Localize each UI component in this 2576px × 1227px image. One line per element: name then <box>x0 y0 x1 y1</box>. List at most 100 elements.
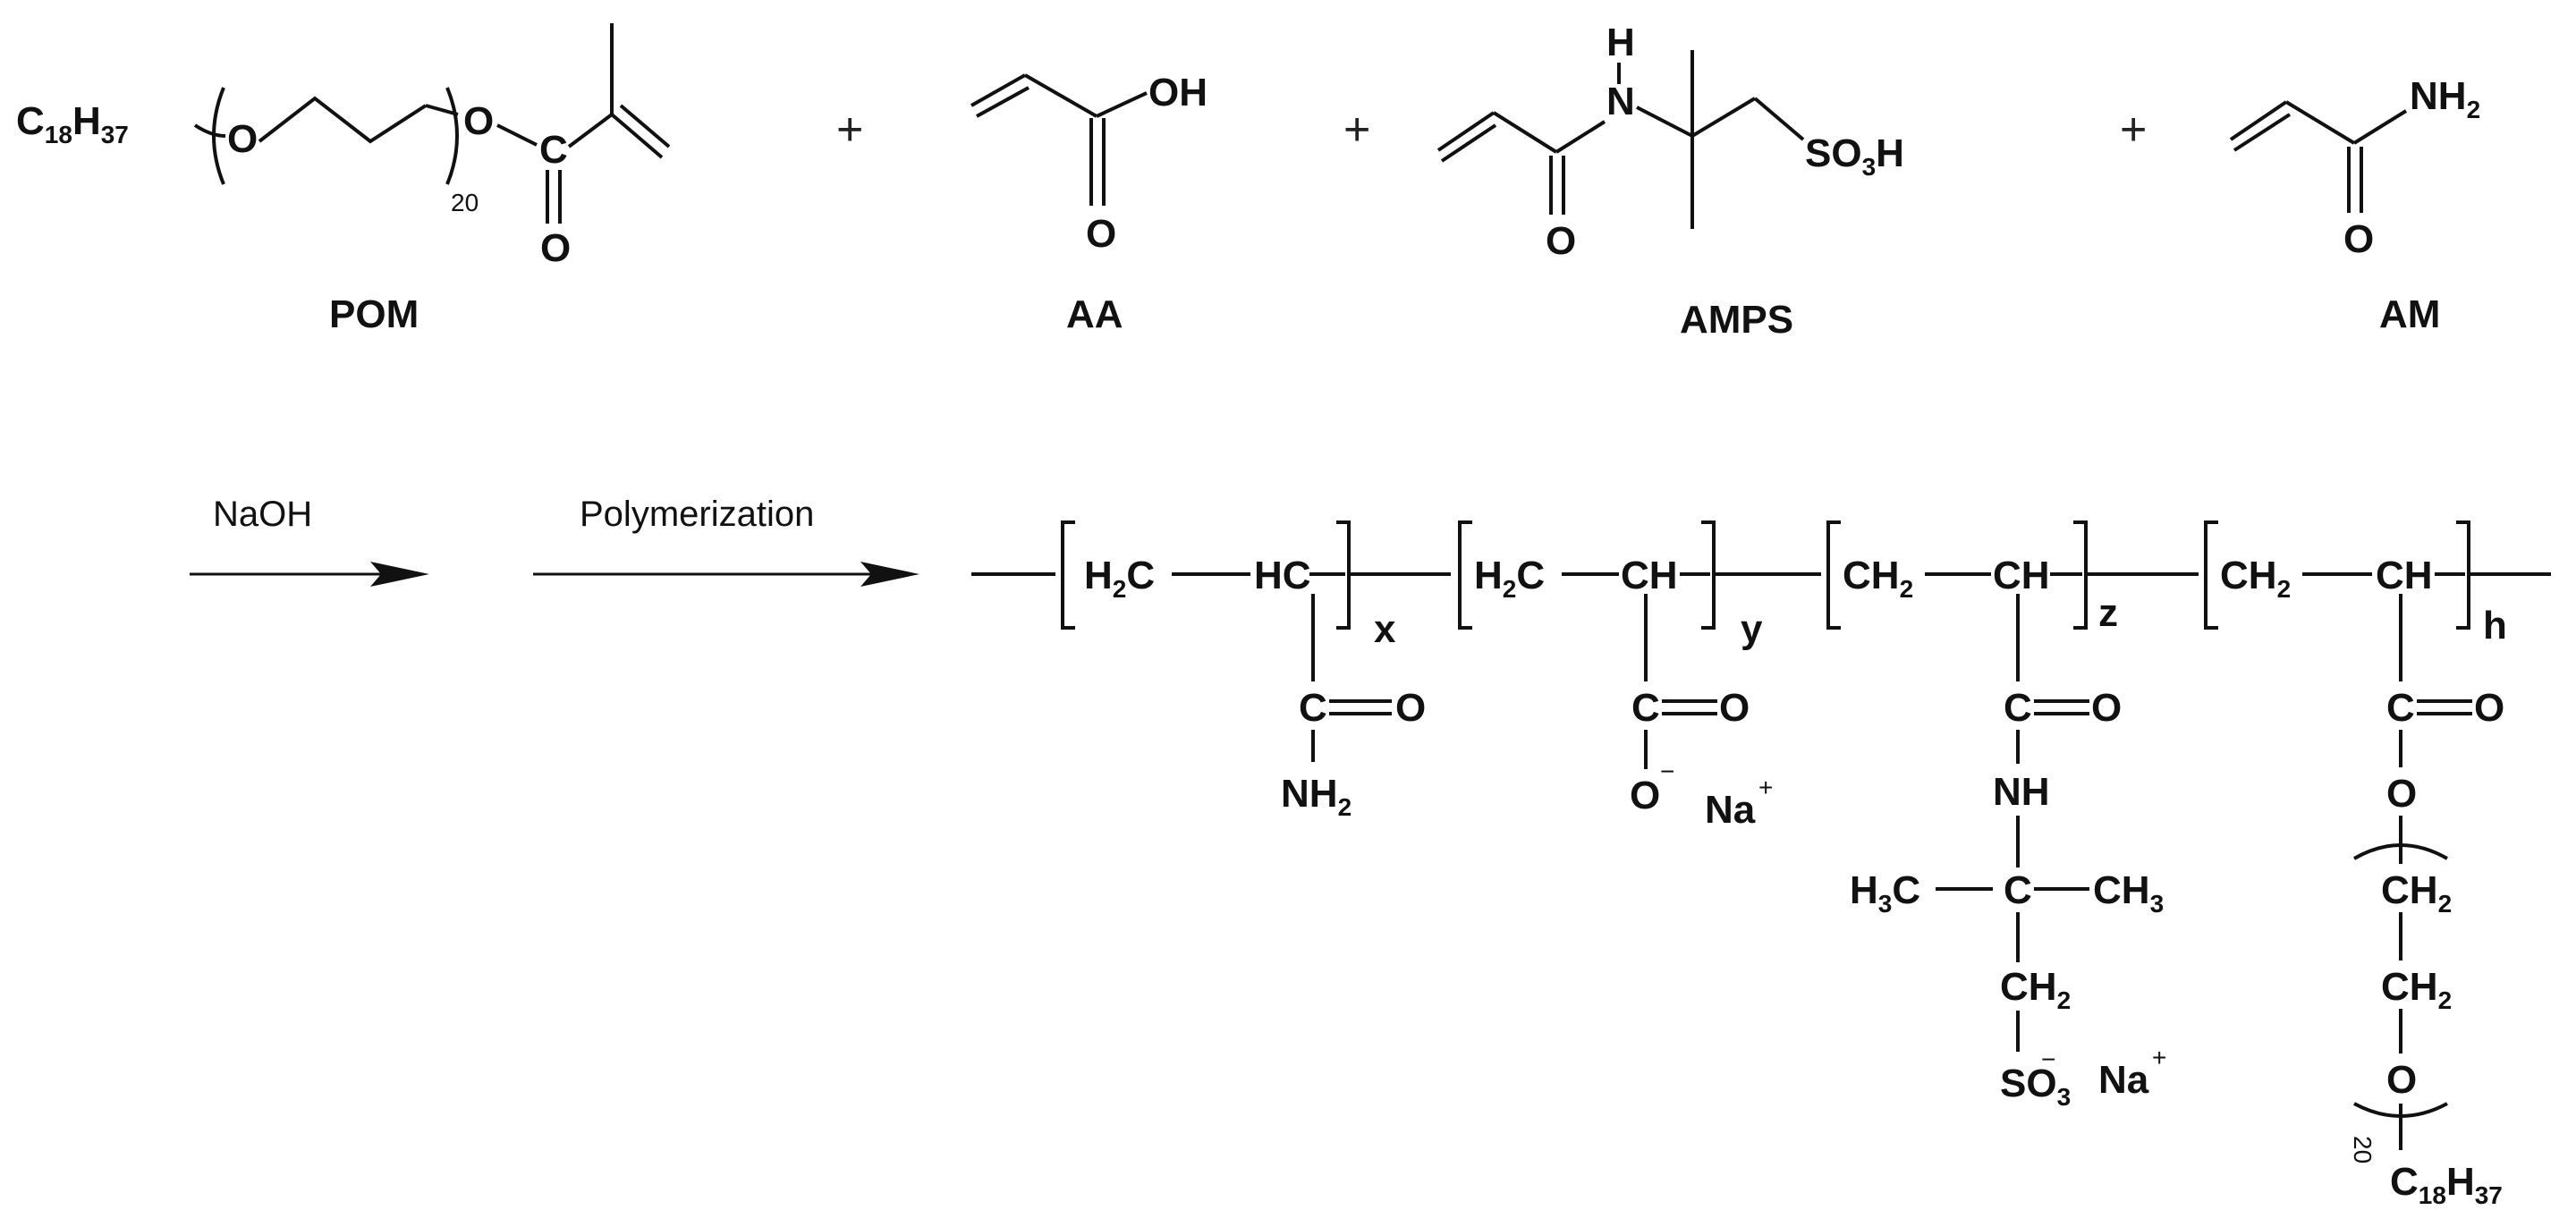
h-ch2: CH2 <box>2220 554 2291 603</box>
z-ch3: CH3 <box>2093 868 2164 918</box>
z-ch2b: CH2 <box>2000 965 2071 1014</box>
arrow-2-head <box>860 562 919 587</box>
z-so3: SO3 <box>2000 1062 2071 1111</box>
pom-vinyl <box>610 113 664 159</box>
amps-bond <box>1436 111 1496 152</box>
y-c: C <box>1631 686 1660 730</box>
pom-o1: O <box>227 117 258 161</box>
pom-paren-left <box>212 87 225 185</box>
reaction-arrows: NaOH Polymerization <box>190 495 919 587</box>
aa-bond <box>1024 73 1097 118</box>
h-c18h37: C18H37 <box>2390 1160 2503 1209</box>
z-o: O <box>2091 686 2122 730</box>
amps-n: N <box>1606 80 1635 123</box>
bracket-y-left <box>1458 520 1472 630</box>
aa-label: AA <box>1066 292 1123 336</box>
am-o: O <box>2343 217 2374 261</box>
aa-o: O <box>1086 212 1116 256</box>
amps-bond <box>1753 97 1805 141</box>
aa-bond <box>1096 91 1148 118</box>
am-bond <box>2284 100 2356 145</box>
h-ch: CH <box>2376 554 2433 597</box>
bracket-x-left <box>1061 520 1075 630</box>
y-h2c: H2C <box>1474 554 1545 603</box>
x-c: C <box>1299 686 1327 730</box>
index-y: y <box>1741 607 1763 651</box>
y-na-charge: + <box>1758 774 1773 801</box>
amps-so3h: SO3H <box>1805 131 1904 181</box>
pom-o2: O <box>463 99 494 143</box>
h-c: C <box>2386 686 2415 730</box>
pom-label: POM <box>329 292 419 336</box>
amps-h: H <box>1606 21 1635 64</box>
monomer-pom: C18H37 O 20 O C O POM <box>16 23 671 336</box>
aa-bond <box>970 73 1026 107</box>
monomer-amps: O H N SO3H AMPS <box>1436 21 1904 342</box>
y-minus-charge: − <box>1660 757 1674 785</box>
z-na: Na <box>2098 1058 2149 1102</box>
aa-bond-double <box>976 86 1030 118</box>
y-na: Na <box>1705 788 1756 832</box>
bracket-z-left <box>1826 520 1841 630</box>
amps-o: O <box>1546 219 1576 263</box>
h-ch2a: CH2 <box>2381 868 2452 918</box>
z-na-charge: + <box>2152 1044 2166 1071</box>
pom-o3: O <box>540 226 571 270</box>
pom-bond <box>193 123 226 138</box>
plus-2: + <box>1343 104 1370 156</box>
z-ch: CH <box>1993 554 2050 597</box>
pom-vinyl-double <box>619 104 671 148</box>
z-h3c: H3C <box>1850 868 1920 918</box>
polymer-product: H2C HC x C O NH2 H2C CH y C O O − Na + <box>971 520 2551 1209</box>
amps-bond-double <box>1440 123 1497 163</box>
h-repeat-n: 20 <box>2349 1136 2377 1164</box>
am-bond-double <box>2233 113 2292 152</box>
am-bond <box>2352 109 2408 145</box>
pom-chain <box>258 96 428 144</box>
z-ch2: CH2 <box>1843 554 1913 603</box>
amps-bond <box>1555 120 1606 154</box>
monomer-am: NH2 O AM <box>2229 74 2480 336</box>
am-nh2: NH2 <box>2410 74 2480 123</box>
amps-bond <box>1636 106 1693 138</box>
reagent-polymerization: Polymerization <box>580 495 814 534</box>
y-ch: CH <box>1621 554 1678 597</box>
arrow-1-head <box>370 562 429 587</box>
h-o-ester: O <box>2386 772 2417 816</box>
h-o: O <box>2474 686 2504 730</box>
z-so3-charge: − <box>2041 1045 2055 1073</box>
plus-1: + <box>836 104 863 156</box>
z-cq: C <box>2004 868 2032 912</box>
z-c: C <box>2004 686 2032 730</box>
x-hc: HC <box>1254 554 1311 597</box>
x-h2c: H2C <box>1084 554 1155 603</box>
h-o-ether: O <box>2386 1058 2417 1102</box>
pom-bond <box>496 123 538 147</box>
bracket-h-left <box>2204 520 2218 630</box>
index-z: z <box>2098 591 2118 635</box>
pom-c18h37: C18H37 <box>16 99 129 148</box>
am-label: AM <box>2379 292 2440 336</box>
z-nh: NH <box>1993 770 2050 814</box>
pom-bond <box>567 113 614 148</box>
amps-bond <box>1492 111 1558 154</box>
h-ch2b: CH2 <box>2381 965 2452 1014</box>
y-o: O <box>1719 686 1750 730</box>
pom-c: C <box>539 128 568 172</box>
am-bond <box>2229 100 2288 141</box>
reagent-naoh: NaOH <box>213 495 312 534</box>
index-x: x <box>1374 607 1396 651</box>
amps-label: AMPS <box>1680 298 1793 342</box>
pom-paren-right <box>445 87 459 185</box>
plus-3: + <box>2120 104 2147 156</box>
amps-bond <box>1690 97 1757 138</box>
pom-repeat-n: 20 <box>451 189 479 216</box>
x-nh2: NH2 <box>1281 772 1352 821</box>
x-o: O <box>1395 686 1426 730</box>
aa-oh: OH <box>1148 71 1208 114</box>
pom-bond <box>425 104 459 116</box>
index-h: h <box>2483 604 2507 647</box>
y-o-minus: O <box>1630 774 1660 817</box>
monomer-aa: OH O AA <box>970 71 1208 336</box>
